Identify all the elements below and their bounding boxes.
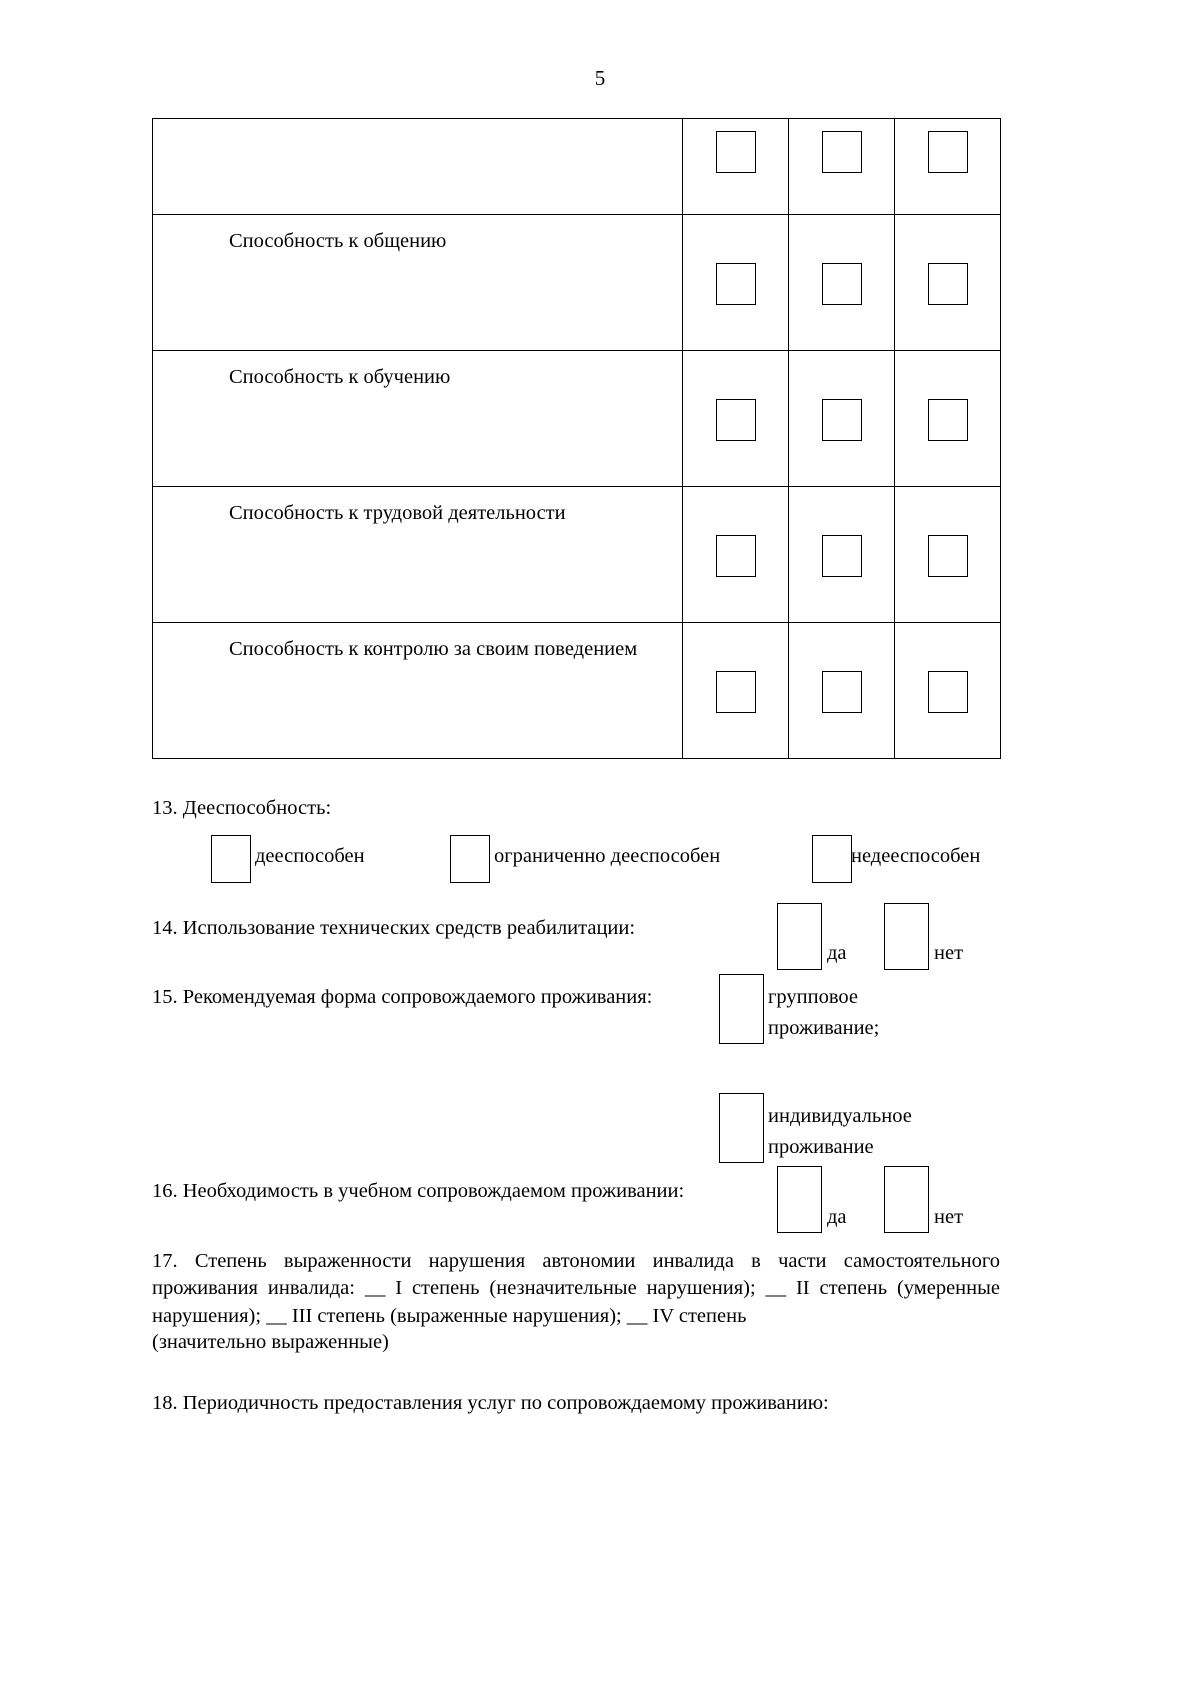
- section-17-text: 17. Степень выраженности нарушения автон…: [152, 1250, 1000, 1327]
- checkbox-individual-living[interactable]: [719, 1093, 764, 1163]
- table-row: Способность к обучению: [152, 350, 1001, 487]
- table-cell-mark: [682, 350, 789, 487]
- ability-label: Способность к общению: [229, 230, 447, 252]
- table-cell-label: Способность к общению: [152, 214, 683, 351]
- table-cell-mark: [894, 622, 1001, 759]
- label-capable: дееспособен: [255, 845, 365, 867]
- table-cell-label: Способность к трудовой деятельности: [152, 486, 683, 623]
- table-cell-mark: [894, 486, 1001, 623]
- checkbox[interactable]: [927, 263, 968, 305]
- checkbox[interactable]: [927, 131, 968, 173]
- label-incapable: недееспособен: [851, 845, 981, 867]
- table-cell-mark: [894, 118, 1001, 215]
- ability-table: Способность к общению Способность к обуч…: [152, 118, 1001, 759]
- table-cell-mark: [894, 214, 1001, 351]
- label-study-living-yes: да: [827, 1206, 847, 1228]
- checkbox-capable[interactable]: [211, 835, 251, 883]
- checkbox[interactable]: [715, 671, 756, 713]
- checkbox[interactable]: [821, 671, 862, 713]
- table-cell-mark: [788, 622, 895, 759]
- checkbox-tsr-no[interactable]: [884, 903, 929, 970]
- checkbox[interactable]: [715, 399, 756, 441]
- table-cell-mark: [788, 486, 895, 623]
- table-row: [152, 118, 1001, 215]
- label-individual-living-line1: индивидуальное: [768, 1105, 912, 1127]
- table-cell-label: Способность к обучению: [152, 350, 683, 487]
- table-cell-label: [152, 118, 683, 215]
- label-individual-living-line2: проживание: [768, 1136, 874, 1158]
- checkbox-tsr-yes[interactable]: [777, 903, 822, 970]
- table-cell-mark: [788, 214, 895, 351]
- label-limited-capable: ограниченно дееспособен: [494, 845, 721, 867]
- checkbox[interactable]: [927, 535, 968, 577]
- ability-label: Способность к контролю за своим поведени…: [229, 638, 638, 660]
- section-14-title: 14. Использование технических средств ре…: [152, 917, 636, 939]
- label-tsr-yes: да: [827, 942, 847, 964]
- section-18-title: 18. Периодичность предоставления услуг п…: [152, 1392, 829, 1414]
- checkbox[interactable]: [821, 131, 862, 173]
- ability-label: Способность к обучению: [229, 366, 451, 388]
- table-cell-mark: [788, 118, 895, 215]
- checkbox-limited-capable[interactable]: [450, 835, 490, 883]
- checkbox-group-living[interactable]: [719, 974, 764, 1044]
- checkbox[interactable]: [715, 535, 756, 577]
- table-cell-mark: [682, 486, 789, 623]
- ability-label: [153, 119, 682, 133]
- section-16-title: 16. Необходимость в учебном сопровождаем…: [152, 1180, 685, 1202]
- label-study-living-no: нет: [934, 1206, 964, 1228]
- checkbox-study-living-yes[interactable]: [777, 1166, 822, 1233]
- checkbox-study-living-no[interactable]: [884, 1166, 929, 1233]
- label-group-living-line1: групповое: [768, 986, 858, 1008]
- label-tsr-no: нет: [934, 942, 964, 964]
- table-cell-label: Способность к контролю за своим поведени…: [152, 622, 683, 759]
- checkbox[interactable]: [927, 671, 968, 713]
- section-17-last-line: (значительно выраженные): [152, 1331, 389, 1353]
- checkbox[interactable]: [821, 535, 862, 577]
- table-row: Способность к трудовой деятельности: [152, 486, 1001, 623]
- table-cell-mark: [682, 118, 789, 215]
- checkbox[interactable]: [715, 263, 756, 305]
- table-cell-mark: [682, 214, 789, 351]
- checkbox[interactable]: [821, 399, 862, 441]
- label-group-living-line2: проживание;: [768, 1017, 880, 1039]
- table-cell-mark: [682, 622, 789, 759]
- table-row: Способность к общению: [152, 214, 1001, 351]
- checkbox[interactable]: [715, 131, 756, 173]
- section-15-title: 15. Рекомендуемая форма сопровождаемого …: [152, 986, 653, 1008]
- table-row: Способность к контролю за своим поведени…: [152, 622, 1001, 759]
- ability-label: Способность к трудовой деятельности: [229, 502, 566, 524]
- table-cell-mark: [788, 350, 895, 487]
- page-number: 5: [594, 66, 606, 90]
- checkbox[interactable]: [821, 263, 862, 305]
- checkbox[interactable]: [927, 399, 968, 441]
- checkbox-incapable[interactable]: [812, 835, 852, 883]
- table-cell-mark: [894, 350, 1001, 487]
- section-13-title: 13. Дееспособность:: [152, 797, 332, 819]
